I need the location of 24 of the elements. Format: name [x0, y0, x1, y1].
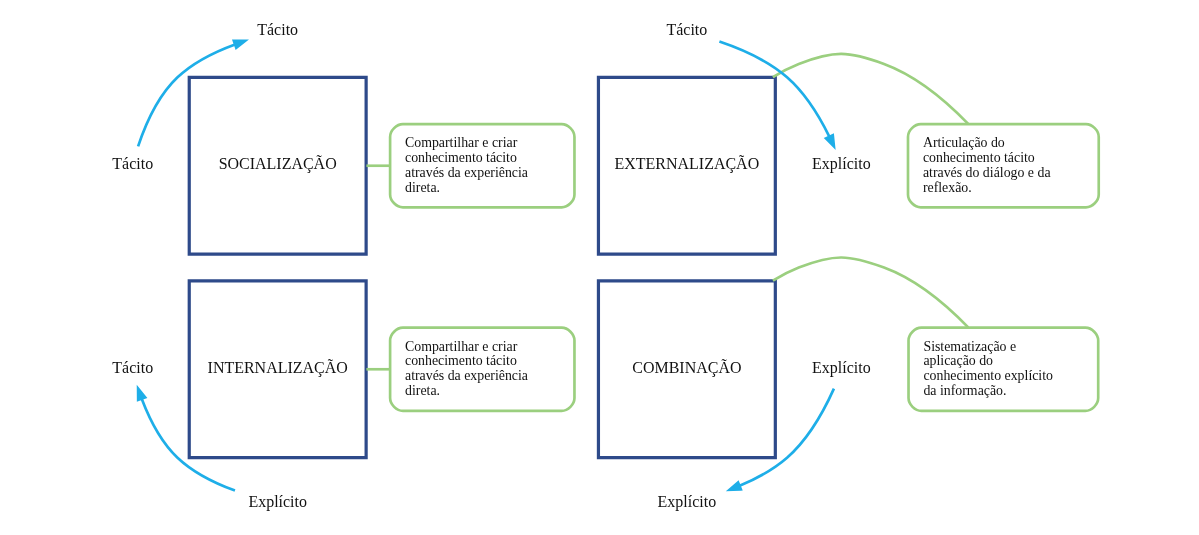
connector — [772, 256, 970, 329]
node-box: Compartilhar e criar conhecimento tácito através da experiência direta. — [388, 326, 576, 413]
node-box: Compartilhar e criar conhecimento tácito através da experiência direta. — [388, 122, 576, 209]
arrow — [725, 388, 836, 492]
arrow — [718, 40, 836, 151]
connector — [366, 367, 390, 371]
node-text: Explícito — [657, 493, 717, 511]
node-box: COMBINAÇÃO — [596, 279, 777, 460]
node-text: Tácito — [112, 359, 154, 376]
connector — [772, 52, 970, 125]
node-box: INTERNALIZAÇÃO — [187, 279, 368, 460]
node-text: Tácito — [112, 155, 154, 173]
node-text: Tácito — [666, 21, 708, 39]
arrow — [136, 384, 236, 492]
node-text: Tácito — [257, 21, 299, 39]
node-text: Explícito — [812, 155, 871, 173]
node-box: Sistematização e aplicação do conhecimento explícito da informação. — [907, 326, 1100, 413]
node-box: EXTERNALIZAÇÃO — [596, 75, 777, 256]
node-box: SOCIALIZAÇÃO — [187, 75, 368, 256]
node-box: Articulação do conhecimento tácito através do diálogo e da reflexão. — [906, 122, 1101, 209]
connector — [366, 164, 390, 168]
node-text: Explícito — [812, 359, 871, 376]
arrow — [136, 39, 249, 147]
node-text: Explícito — [248, 493, 307, 511]
